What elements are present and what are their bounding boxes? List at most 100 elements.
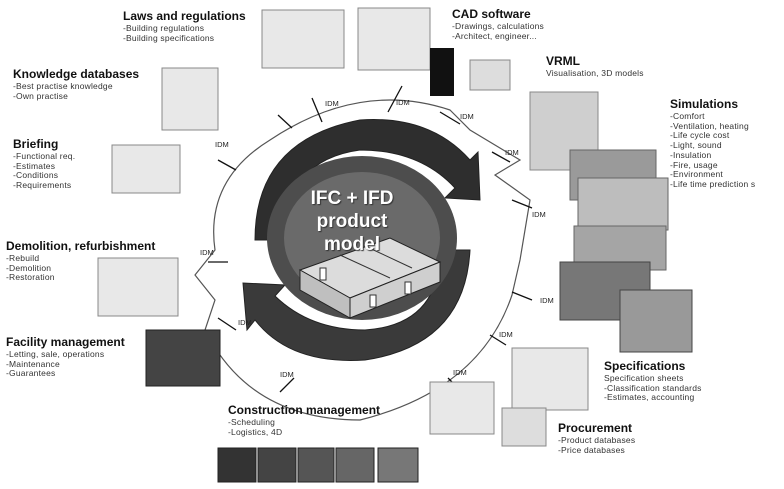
topic-item: -Comfort (670, 110, 705, 121)
idm-label: IDM (532, 210, 546, 219)
topic-title: Laws and regulations (123, 9, 246, 23)
product-model-line-1: IFC + IFD (310, 188, 394, 209)
topic-title: Procurement (558, 421, 633, 435)
topic-simulations: Simulations -Comfort -Ventilation, heati… (670, 97, 756, 190)
topic-title: Simulations (670, 97, 739, 111)
simulation-thumbnail-6 (619, 289, 693, 353)
topic-item: -Restoration (6, 272, 55, 283)
topic-item: -Life cycle cost (670, 130, 730, 141)
simulation-thumbnail-3 (577, 177, 669, 231)
idm-arrow-right (511, 291, 533, 301)
topic-briefing: Briefing -Functional req. -Estimates -Co… (13, 137, 76, 191)
topic-facility: Facility management -Letting, sale, oper… (6, 335, 125, 379)
idm-arrow-knowledge (277, 114, 293, 129)
topic-construction: Construction management -Scheduling -Log… (228, 403, 381, 437)
building-model-icon (298, 237, 442, 319)
product-model-label: IFC + IFD product model (272, 188, 432, 256)
idm-arrow-cad (387, 85, 403, 113)
briefing-thumbnail (111, 144, 181, 194)
specifications-thumbnail (511, 347, 589, 411)
construction-thumbnail-3 (297, 447, 335, 483)
topic-specifications: Specifications Specification sheets -Cla… (604, 359, 702, 403)
topic-item: -Classification standards (604, 382, 702, 393)
topic-title: CAD software (452, 7, 531, 21)
lower-cycle-arrow (242, 249, 471, 361)
topic-cad: CAD software -Drawings, calculations -Ar… (452, 7, 544, 41)
idm-label: IDM (238, 318, 252, 327)
idm-label: IDM (540, 296, 554, 305)
idm-arrow-construction (279, 377, 295, 393)
procurement-thumbnail-1 (429, 381, 495, 435)
idm-label: IDM (200, 248, 214, 257)
topic-item: -Estimates, accounting (604, 392, 695, 403)
topic-title: VRML (546, 54, 580, 68)
topic-item: -Letting, sale, operations (6, 348, 105, 359)
topic-title: Facility management (6, 335, 125, 349)
topic-item: -Environment (670, 169, 723, 180)
topic-item: -Guarantees (6, 368, 56, 379)
topic-item: -Own practise (13, 90, 69, 101)
idm-label: IDM (280, 370, 294, 379)
topic-item: -Scheduling (228, 416, 276, 427)
cad-panel-icon (430, 48, 454, 96)
demolition-thumbnail (97, 257, 179, 317)
topic-title: Construction management (228, 403, 381, 417)
topic-item: -Light, sound (670, 140, 722, 151)
upper-cycle-arrow (254, 119, 481, 241)
topic-title: Knowledge databases (13, 67, 140, 81)
topic-item: -Product databases (558, 434, 636, 445)
vrml-thumbnail (469, 59, 511, 91)
construction-thumbnail-4 (335, 447, 375, 483)
topic-item: -Life time prediction s (670, 180, 756, 190)
topic-item: -Price databases (558, 444, 625, 455)
topic-item: -Logistics, 4D (228, 426, 283, 437)
procurement-thumbnail-2 (501, 407, 547, 447)
topic-item: -Requirements (13, 180, 72, 191)
idm-label: IDM (460, 112, 474, 121)
cad-thumbnail (357, 7, 431, 71)
idm-arrow-simulations (491, 151, 511, 163)
product-model-line-3: model (324, 233, 380, 255)
topic-knowledge: Knowledge databases -Best practise knowl… (13, 67, 140, 101)
facility-thumbnail (145, 329, 221, 387)
idm-label: IDM (215, 140, 229, 149)
topic-laws: Laws and regulations -Building regulatio… (123, 9, 246, 43)
idm-arrow-laws (311, 97, 323, 123)
topic-item: -Fire, usage (670, 159, 718, 170)
topic-item: -Maintenance (6, 358, 60, 369)
idm-arrow-specs (489, 334, 507, 346)
topic-item: -Building specifications (123, 32, 215, 43)
idm-label: IDM (325, 99, 339, 108)
topic-item: -Drawings, calculations (452, 20, 544, 31)
topic-procurement: Procurement -Product databases -Price da… (558, 421, 636, 455)
topic-title: Specifications (604, 359, 686, 373)
idm-label: IDM (499, 330, 513, 339)
topic-vrml: VRML Visualisation, 3D models (546, 54, 644, 79)
knowledge-thumbnail (161, 67, 219, 131)
topic-item: -Insulation (670, 149, 712, 160)
topic-item: -Functional req. (13, 150, 76, 161)
topic-title: Demolition, refurbishment (6, 239, 156, 253)
topic-item: -Ventilation, heating (670, 120, 749, 131)
idm-arrow-briefing (217, 159, 237, 171)
topic-item: -Demolition (6, 262, 52, 273)
construction-thumbnail-5 (377, 447, 419, 483)
idm-arrow-sim2 (511, 199, 533, 209)
topic-item: -Building regulations (123, 22, 205, 33)
construction-thumbnail-2 (257, 447, 297, 483)
topic-item: -Architect, engineer... (452, 30, 537, 41)
idm-arrow-vrml (439, 111, 461, 125)
construction-thumbnail-1 (217, 447, 257, 483)
idm-arrow-facility (217, 317, 237, 331)
topic-item: Specification sheets (604, 372, 684, 383)
idm-label: IDM (505, 148, 519, 157)
product-model-line-2: product (316, 210, 388, 232)
topic-demolition: Demolition, refurbishment -Rebuild -Demo… (6, 239, 156, 283)
lifecycle-cycle-line (194, 99, 531, 421)
topic-item: -Best practise knowledge (13, 80, 113, 91)
idm-label: IDM (396, 98, 410, 107)
topic-item: -Rebuild (6, 252, 40, 263)
idm-label: IDM (453, 368, 467, 377)
topic-item: Visualisation, 3D models (546, 67, 644, 78)
